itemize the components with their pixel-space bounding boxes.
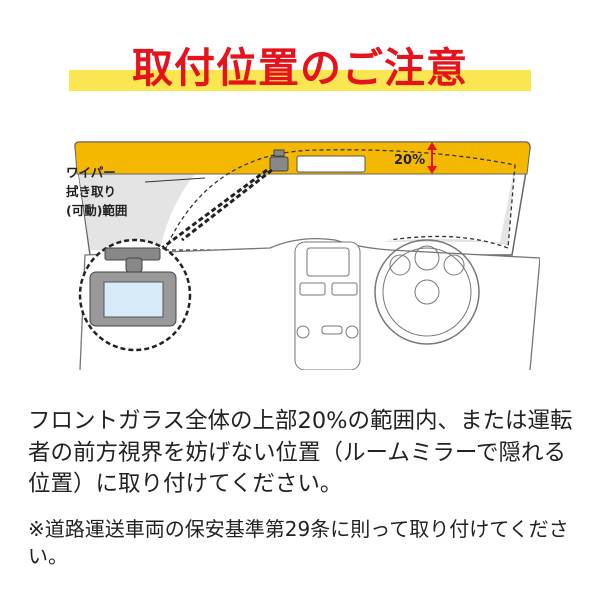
wiper-label-line: 拭き取り bbox=[66, 184, 117, 199]
percent-label: 20% bbox=[394, 153, 425, 168]
dashcam-small bbox=[269, 156, 289, 172]
car-windshield-illustration: 20% bbox=[74, 141, 540, 370]
wiper-leader-line bbox=[144, 177, 206, 183]
instruction-text: フロントガラス全体の上部20%の範囲内、または運転者の前方視界を妨げない位置（ル… bbox=[28, 408, 573, 497]
wiper-area-right bbox=[380, 164, 515, 246]
regulation-note: ※道路運送車両の保安基準第29条に則って取り付けてください。 bbox=[28, 517, 569, 568]
steering-wheel bbox=[374, 239, 480, 345]
title-highlight-band bbox=[69, 70, 531, 91]
rearview-mirror bbox=[296, 155, 366, 173]
page-title: 取付位置のご注意 bbox=[132, 44, 468, 92]
wiper-label-line: ワイパー bbox=[66, 165, 116, 180]
wiper-range-label: ワイパー 拭き取り (可動)範囲 bbox=[66, 163, 127, 220]
wiper-area-outside bbox=[77, 162, 205, 250]
wiper-label-line: (可動)範囲 bbox=[66, 203, 128, 218]
